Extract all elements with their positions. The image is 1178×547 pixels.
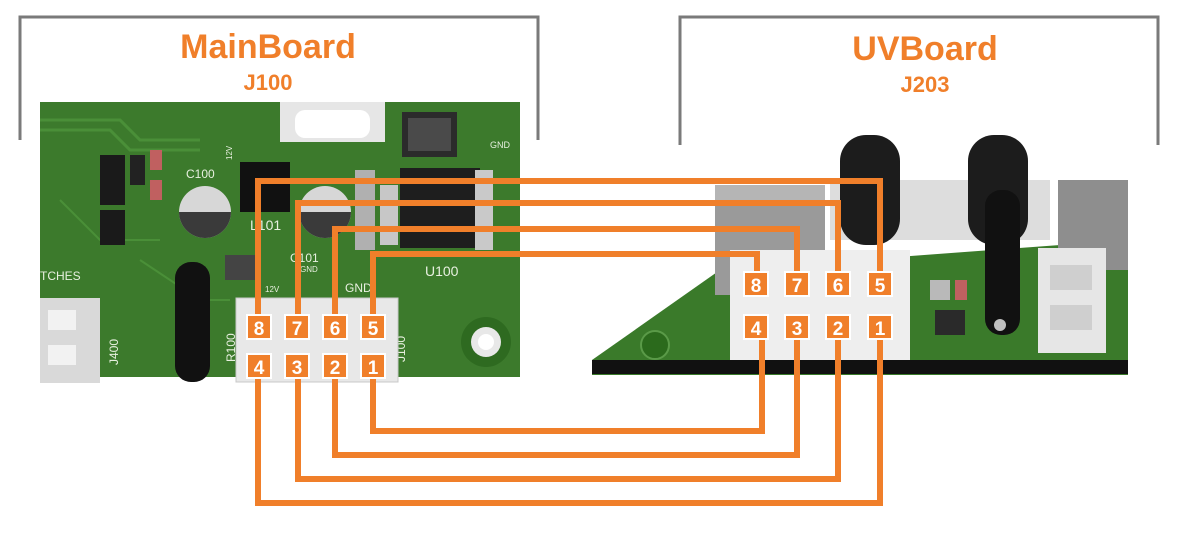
right-pin-1: 1 [868,315,892,340]
mainboard-title: MainBoard [180,28,356,66]
right-pin-5-label: 5 [875,276,886,297]
left-pin-5-label: 5 [368,319,379,340]
right-pin-3-label: 3 [792,319,803,340]
left-pin-3: 3 [285,354,309,379]
silk-c101: C101 [290,251,319,265]
left-pin-8: 8 [247,315,271,340]
left-pin-5: 5 [361,315,385,340]
right-pin-5: 5 [868,272,892,297]
right-pin-7: 7 [785,272,809,297]
right-pin-2: 2 [826,315,850,340]
right-pin-4-label: 4 [751,319,762,340]
mainboard-connector-label: J100 [244,70,293,95]
left-pin-1: 1 [361,354,385,379]
left-pin-4-label: 4 [254,358,265,379]
right-pin-7-label: 7 [792,276,803,297]
silk-gnd-small: GND [300,265,318,274]
silk-12v-a: 12V [225,145,234,160]
silk-c100: C100 [186,167,215,181]
left-pin-2-label: 2 [330,358,341,379]
silk-gnd-top: GND [490,140,511,150]
silk-gnd-conn: GND [345,281,372,295]
silk-12v-b: 12V [265,285,280,294]
right-pin-6: 6 [826,272,850,297]
silk-u100: U100 [425,263,459,279]
left-pin-4: 4 [247,354,271,379]
left-pin-6-label: 6 [330,319,341,340]
right-pin-8-label: 8 [751,276,762,297]
right-pin-8: 8 [744,272,768,297]
right-pin-2-label: 2 [833,319,844,340]
left-pin-6: 6 [323,315,347,340]
uvboard-title: UVBoard [852,30,997,68]
left-pin-7-label: 7 [292,319,303,340]
left-pin-1-label: 1 [368,358,379,379]
silk-l101: L101 [250,217,281,233]
silk-j400: J400 [107,339,121,365]
left-pin-8-label: 8 [254,319,265,340]
silk-tches: TCHES [40,269,81,283]
right-pin-3: 3 [785,315,809,340]
right-pin-4: 4 [744,315,768,340]
right-pin-1-label: 1 [875,319,886,340]
left-pin-7: 7 [285,315,309,340]
left-pin-2: 2 [323,354,347,379]
left-pin-3-label: 3 [292,358,303,379]
uvboard-connector-label: J203 [901,72,950,97]
right-pin-6-label: 6 [833,276,844,297]
